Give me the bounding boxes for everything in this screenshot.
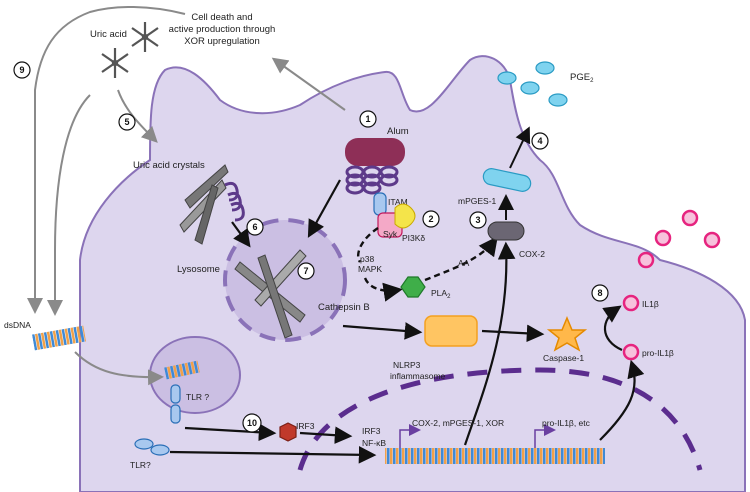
irf3-label-b: IRF3 [362,426,381,436]
arrow-gene-to-pro-il1b [599,359,645,441]
syk-label: Syk [383,229,398,239]
tlr-surface [134,438,170,456]
lysosome-label: Lysosome [177,264,220,275]
cox2-label: COX-2 [519,249,545,259]
arrow-pla2-to-cox2 [424,236,498,282]
svg-text:6: 6 [252,222,257,232]
pi3k-label: PI3Kδ [402,233,425,243]
irf3-protein [279,422,297,442]
promoter-arrow-1 [399,424,421,448]
svg-text:2: 2 [428,214,433,224]
step-2: 2 [422,210,440,228]
arrow-mpges1-to-pge2 [509,126,531,169]
arrow-phagosome-to-nlrp3 [342,322,423,340]
pro-il1b-molecule [622,343,640,361]
alum-label: Alum [387,126,409,137]
dsdna-label: dsDNA [4,320,31,330]
il1b-extracellular [637,209,721,269]
arrow-alum-to-phagosome [307,179,341,238]
alum-receptor [345,138,405,195]
pla2-protein [400,276,426,298]
cox2-protein [487,221,525,241]
phagosome-crystals [234,249,307,339]
uric-acid-molecule-1 [131,22,159,52]
arrow-uric-acid-to-dsdna [47,94,91,316]
genes-label: COX-2, mPGES-1, XOR [412,418,504,428]
step-7: 7 [297,262,315,280]
pge2-label: PGE2 [570,72,594,84]
nlrp3-label-1: NLRP3 [393,360,421,370]
genomic-dna [385,448,605,464]
crystal-receptor [224,181,245,222]
cell-death-label-1: Cell death and [191,12,252,23]
dsdna-strand [32,325,86,351]
step-9: 9 [13,61,31,79]
cell-membrane [79,55,746,492]
pla2-label: PLA2 [431,288,451,300]
arrow-syk-to-p38 [356,227,379,263]
nlrp3-inflammasome [424,315,478,347]
svg-text:1: 1 [365,114,370,124]
itam-protein [373,192,387,216]
nfkb-label: NF-κB [362,438,386,448]
step-8: 8 [591,284,609,302]
svg-text:10: 10 [247,418,257,428]
tlr-surface-label: TLR? [130,460,151,470]
step-1: 1 [359,110,377,128]
pro-il1b-etc-label: pro-IL1β, etc [542,418,591,428]
step-markers: 1 2 3 4 5 6 7 8 9 10 [13,61,609,433]
uric-acid-crystals [179,164,229,245]
nucleus-boundary [297,367,703,471]
itam-label: ITAM [388,197,408,207]
tlr-endosomal-label: TLR ? [186,392,209,402]
arrow-irf3-to-nucleus [299,426,353,444]
caspase1-label: Caspase-1 [543,353,584,363]
arrow-tlr2-to-nucleus [169,446,377,464]
arrow-alum-to-cell-death [271,57,346,111]
svg-text:9: 9 [19,65,24,75]
arrow-dsdna-to-endosome [74,351,164,386]
uric-acid-label: Uric acid [90,29,127,40]
pi3k-protein [394,203,416,229]
cell-death-label-2: active production through [169,24,276,35]
aa-label: AA [458,258,470,268]
arrow-nlrp3-to-caspase [481,324,545,343]
p38-label: p38 [360,254,374,264]
step-4: 4 [531,132,549,150]
step-3: 3 [469,211,487,229]
arrow-gene-to-cox2 [463,241,516,446]
cathepsin-b-label: Cathepsin B [318,302,370,313]
svg-text:4: 4 [537,136,542,146]
mpges1-label: mPGES-1 [458,196,497,206]
step-5: 5 [118,113,136,131]
arrow-cell-death-to-uric-acid [27,6,186,314]
svg-text:5: 5 [124,117,129,127]
svg-text:3: 3 [475,215,480,225]
step-10: 10 [242,413,262,433]
tlr-endosomal [170,384,181,424]
nlrp3-label-2: inflammasome [390,371,446,381]
pge2-molecules [497,61,568,107]
endosome-dna [164,360,200,380]
mapk-label: MAPK [358,264,382,274]
arrow-crystals-to-phagosome [231,221,251,248]
arrow-mapk-to-pla2 [363,277,403,302]
il1b-molecule [622,294,640,312]
uric-acid-crystals-label: Uric acid crystals [133,160,205,171]
irf3-label-a: IRF3 [296,421,315,431]
svg-text:8: 8 [597,288,602,298]
step-6: 6 [246,218,264,236]
uric-acid-molecule-2 [101,48,129,78]
pro-il1b-label: pro-IL1β [642,348,674,358]
arrow-pro-il1b-to-il1b [602,305,623,352]
cell-death-label-3: XOR upregulation [184,36,260,47]
il1b-label: IL1β [642,299,659,309]
mpges1-protein [482,168,532,192]
svg-text:7: 7 [303,266,308,276]
promoter-arrow-2 [534,424,556,448]
caspase1-protein [546,316,588,352]
arrow-tlr-to-irf3 [184,423,277,442]
